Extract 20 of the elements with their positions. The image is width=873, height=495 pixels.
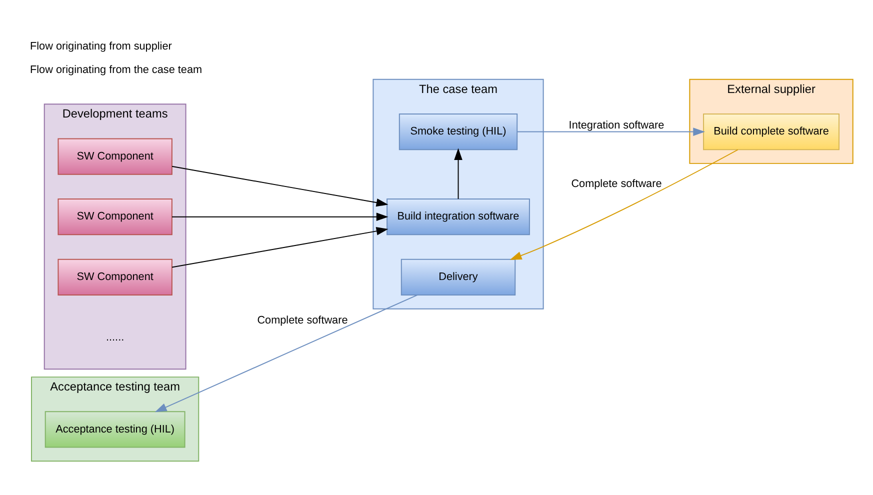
arrow xyxy=(172,226,388,268)
node-box: Acceptance testing (HIL) xyxy=(44,410,186,448)
node-box: Build complete software xyxy=(703,113,840,150)
arrow xyxy=(154,294,418,412)
legend-label: Flow originating from supplier xyxy=(30,40,172,52)
node-box: SW Component xyxy=(58,198,172,235)
node-box: Delivery xyxy=(400,258,516,295)
arrow xyxy=(172,165,388,206)
node-box: SW Component xyxy=(58,138,172,174)
node-box: Smoke testing (HIL) xyxy=(398,113,518,150)
edge-label: Complete software xyxy=(257,314,348,326)
arrow xyxy=(516,127,706,136)
arrow xyxy=(172,212,388,220)
edge-label: Complete software xyxy=(571,177,662,190)
edge-label: Integration software xyxy=(568,119,664,132)
node-box: SW Component xyxy=(58,258,172,295)
arrow xyxy=(454,148,462,199)
node-box: Build integration software xyxy=(386,198,530,235)
legend-label: Flow originating from the case team xyxy=(30,64,202,76)
arrow xyxy=(510,148,738,260)
